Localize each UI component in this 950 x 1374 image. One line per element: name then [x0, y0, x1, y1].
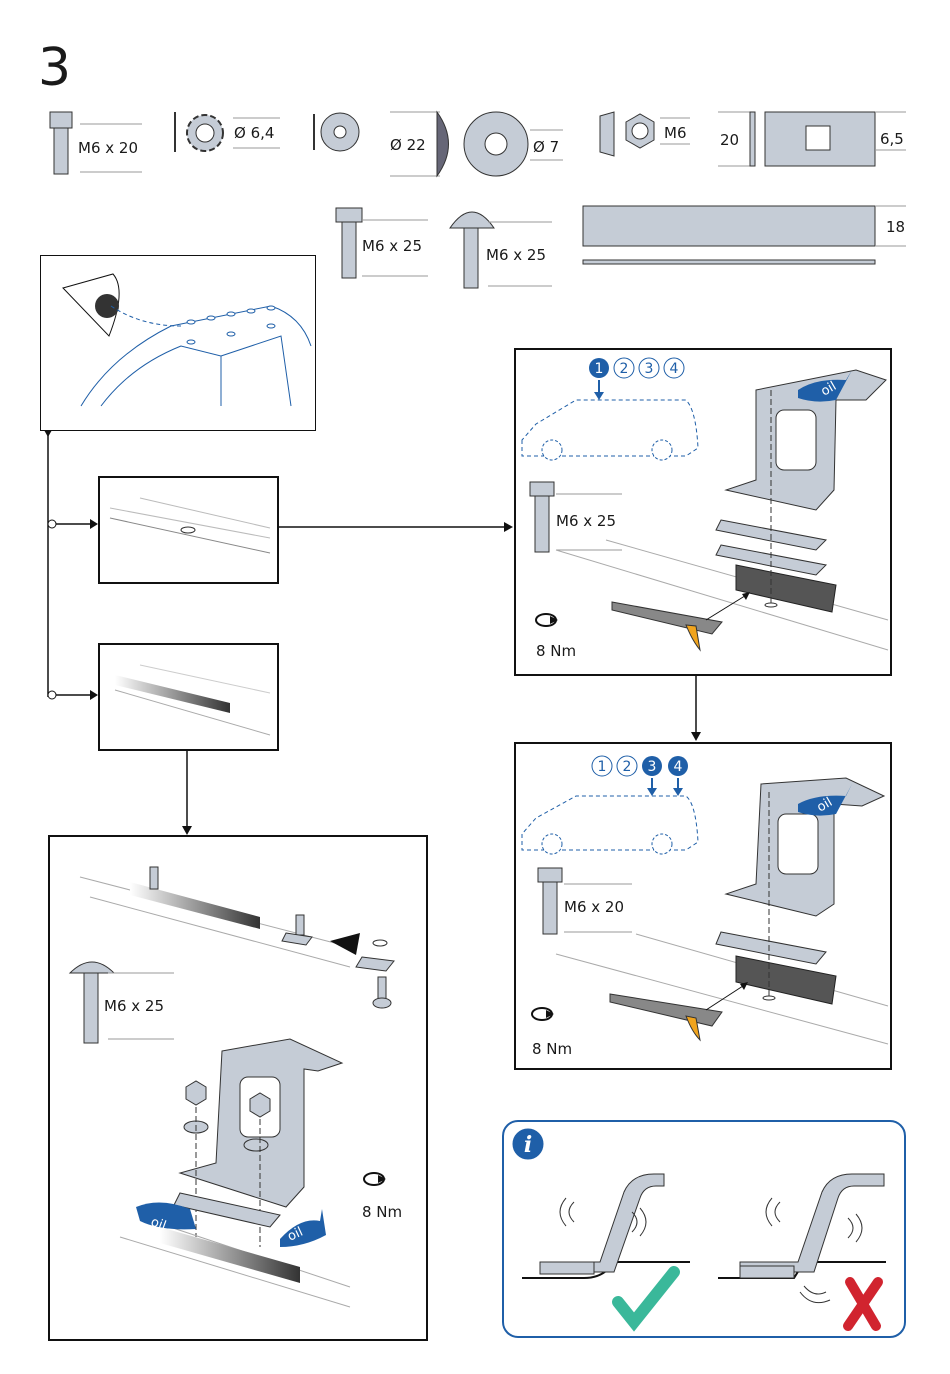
- svg-text:3: 3: [648, 759, 657, 775]
- cross-icon: [848, 1282, 878, 1326]
- label-plate-thickness: 6,5: [880, 130, 904, 148]
- svg-text:2: 2: [620, 361, 629, 377]
- rail-roof-option: [98, 643, 279, 751]
- label-bolt-m6x20: M6 x 20: [78, 139, 138, 157]
- label-bolt-m6x25: M6 x 25: [362, 237, 422, 255]
- panel-c-torque: 8 Nm: [362, 1203, 402, 1221]
- svg-text:1: 1: [595, 361, 604, 377]
- panel-b-bolt-label: M6 x 20: [564, 898, 624, 916]
- flat-roof-illustration: [100, 478, 277, 582]
- svg-text:1: 1: [598, 759, 607, 775]
- rubber-strip-icon: [583, 206, 906, 264]
- label-strip-width: 18: [886, 218, 905, 236]
- check-icon: [618, 1272, 674, 1322]
- label-washer-22: Ø 22: [390, 136, 426, 154]
- info-illustration: i: [504, 1122, 904, 1336]
- panel-install-front: 1 2 3 4 oil: [514, 348, 892, 676]
- panel-c-illustration: oil oil: [50, 837, 426, 1339]
- label-plate-width: 20: [720, 131, 739, 149]
- panel-c-bolt-label: M6 x 25: [104, 997, 164, 1015]
- panel-a-bolt-label: M6 x 25: [556, 512, 616, 530]
- square-plate-icon: [718, 112, 906, 166]
- svg-text:i: i: [524, 1132, 532, 1158]
- svg-text:4: 4: [670, 361, 679, 377]
- rail-roof-illustration: [100, 645, 277, 749]
- label-carriage-bolt: M6 x 25: [486, 246, 546, 264]
- label-nut: M6: [664, 124, 687, 142]
- car-roof-panel: [40, 255, 316, 431]
- panel-a-torque: 8 Nm: [536, 642, 576, 660]
- flat-washer-icon: [314, 113, 359, 151]
- car-roof-illustration: [41, 256, 315, 430]
- panel-install-rear: 1 2 3 4 oil M6 x 20 8 Nm: [514, 742, 892, 1070]
- svg-text:2: 2: [623, 759, 632, 775]
- info-box: i: [502, 1120, 906, 1338]
- svg-text:4: 4: [674, 759, 683, 775]
- label-lock-washer: Ø 6,4: [234, 124, 274, 142]
- panel-install-rail: oil oil M6 x 25 8 Nm: [48, 835, 428, 1341]
- panel-b-torque: 8 Nm: [532, 1040, 572, 1058]
- svg-text:3: 3: [645, 361, 654, 377]
- flat-roof-option: [98, 476, 279, 584]
- label-washer-7: Ø 7: [533, 138, 559, 156]
